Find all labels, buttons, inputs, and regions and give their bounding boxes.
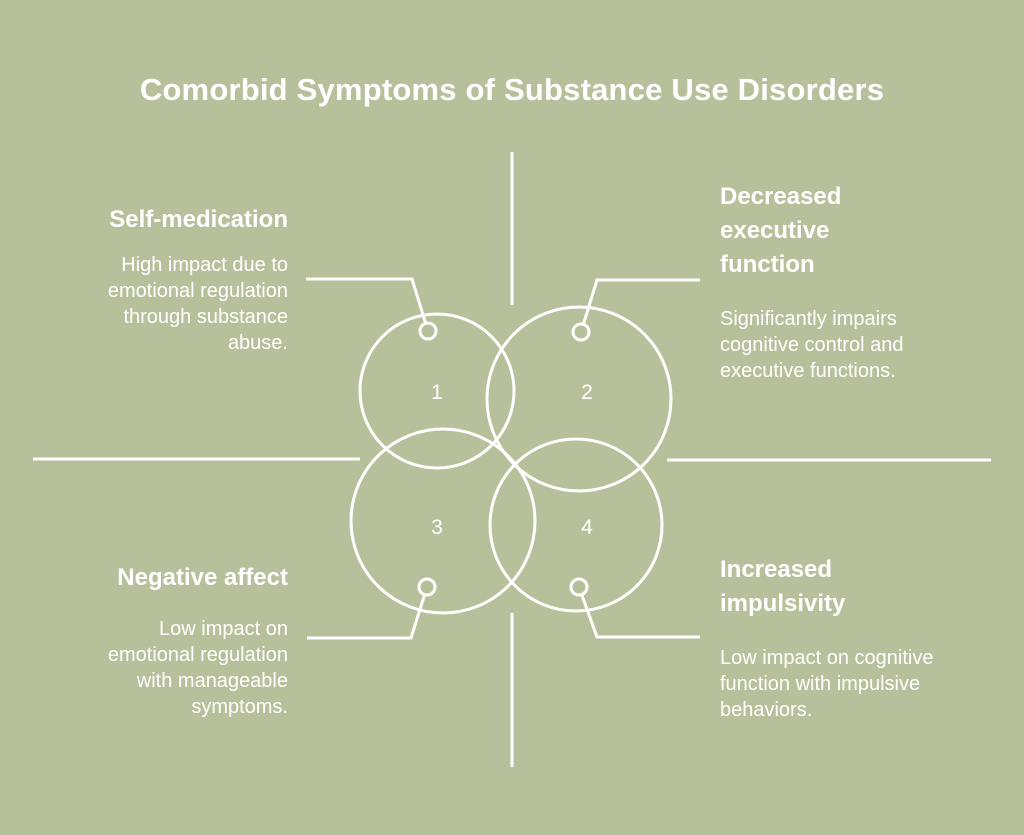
connector-dot-4-icon [569,577,589,597]
connector-negative-affect [307,586,429,640]
connector-decreased-executive-function [579,278,700,333]
circle-3 [349,427,537,615]
circle-2 [485,305,673,493]
quadrant-desc-increased-impulsivity: Low impact on cognitive function with im… [720,647,934,721]
circle-1 [358,312,516,470]
quadrant-desc-decreased-executive-function: Significantly impairs cognitive control … [720,308,904,382]
circle-number-4: 4 [581,516,593,539]
quadrant-heading-increased-impulsivity: Increased impulsivity [720,556,846,617]
circle-number-1: 1 [431,381,443,404]
circle-4 [488,437,664,613]
quadrant-heading-self-medication: Self-medication [109,206,288,233]
connector-increased-impulsivity [577,586,700,639]
connector-self-medication [306,277,430,332]
quadrant-heading-decreased-executive-function: Decreased executive function [720,183,842,278]
page-title: Comorbid Symptoms of Substance Use Disor… [139,72,885,107]
connector-dot-1-icon [418,321,438,341]
quadrant-desc-negative-affect: Low impact on emotional regulation with … [107,618,288,718]
quadrant-desc-self-medication: High impact due to emotional regulation … [107,254,288,354]
connector-dot-3-icon [417,577,437,597]
circle-number-3: 3 [431,516,443,539]
connector-dot-2-icon [571,322,591,342]
circle-number-2: 2 [581,381,593,404]
quadrant-heading-negative-affect: Negative affect [117,564,288,591]
